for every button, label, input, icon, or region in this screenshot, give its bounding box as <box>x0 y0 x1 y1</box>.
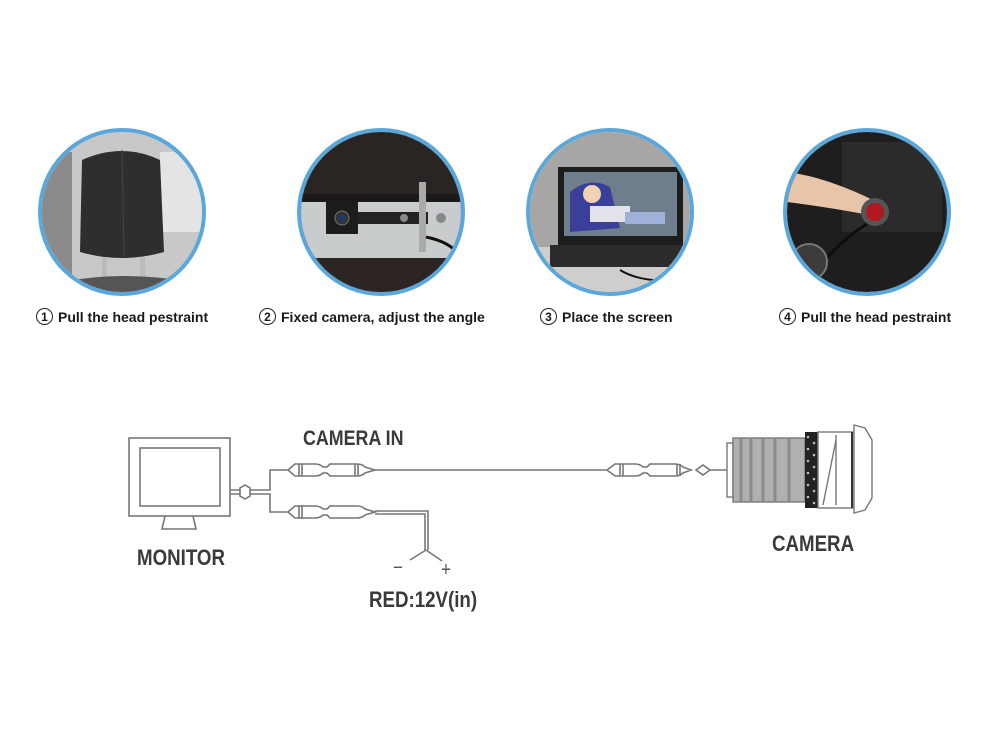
step-4-caption: 4 Pull the head pestraint <box>779 308 951 325</box>
camera-icon <box>726 424 873 514</box>
step-2-photo <box>297 128 465 296</box>
step-2-caption: 2 Fixed camera, adjust the angle <box>259 308 485 325</box>
camera-in-label: CAMERA IN <box>303 427 404 450</box>
camera-label: CAMERA <box>772 531 855 556</box>
power-connector-pair <box>286 505 378 519</box>
monitor-screen-icon <box>530 132 690 292</box>
step-number-badge: 1 <box>36 308 53 325</box>
monitor-icon <box>128 437 231 530</box>
step-3-photo <box>526 128 694 296</box>
step-number-badge: 4 <box>779 308 796 325</box>
step-number-badge: 2 <box>259 308 276 325</box>
step-number-badge: 3 <box>540 308 557 325</box>
step-4-photo <box>783 128 951 296</box>
wiring-diagram: CAMERA IN MONITOR CAMERA − + RED:12V(in) <box>95 395 905 625</box>
step-2: 2 Fixed camera, adjust the angle <box>259 128 537 338</box>
minus-sign: − <box>393 557 403 579</box>
cigarette-lighter-plug-icon <box>787 132 947 292</box>
step-1-photo <box>38 128 206 296</box>
step-4: 4 Pull the head pestraint <box>779 128 1000 338</box>
wiring-schematic <box>128 424 873 562</box>
headrest-icon <box>42 132 202 292</box>
step-3-label: Place the screen <box>562 308 673 325</box>
camera-mount-icon <box>301 132 461 292</box>
plus-sign: + <box>441 559 451 581</box>
monitor-label: MONITOR <box>137 545 225 570</box>
step-3: 3 Place the screen <box>526 128 766 338</box>
step-4-label: Pull the head pestraint <box>801 308 952 325</box>
step-3-caption: 3 Place the screen <box>540 308 673 325</box>
step-1-label: Pull the head pestraint <box>58 308 209 325</box>
step-1: 1 Pull the head pestraint <box>36 128 278 338</box>
video-connector-pair-top <box>286 463 378 477</box>
video-connector-pair-camera <box>605 463 694 477</box>
power-label: RED:12V(in) <box>369 587 478 612</box>
step-2-label: Fixed camera, adjust the angle <box>281 308 485 325</box>
step-1-caption: 1 Pull the head pestraint <box>36 308 208 325</box>
